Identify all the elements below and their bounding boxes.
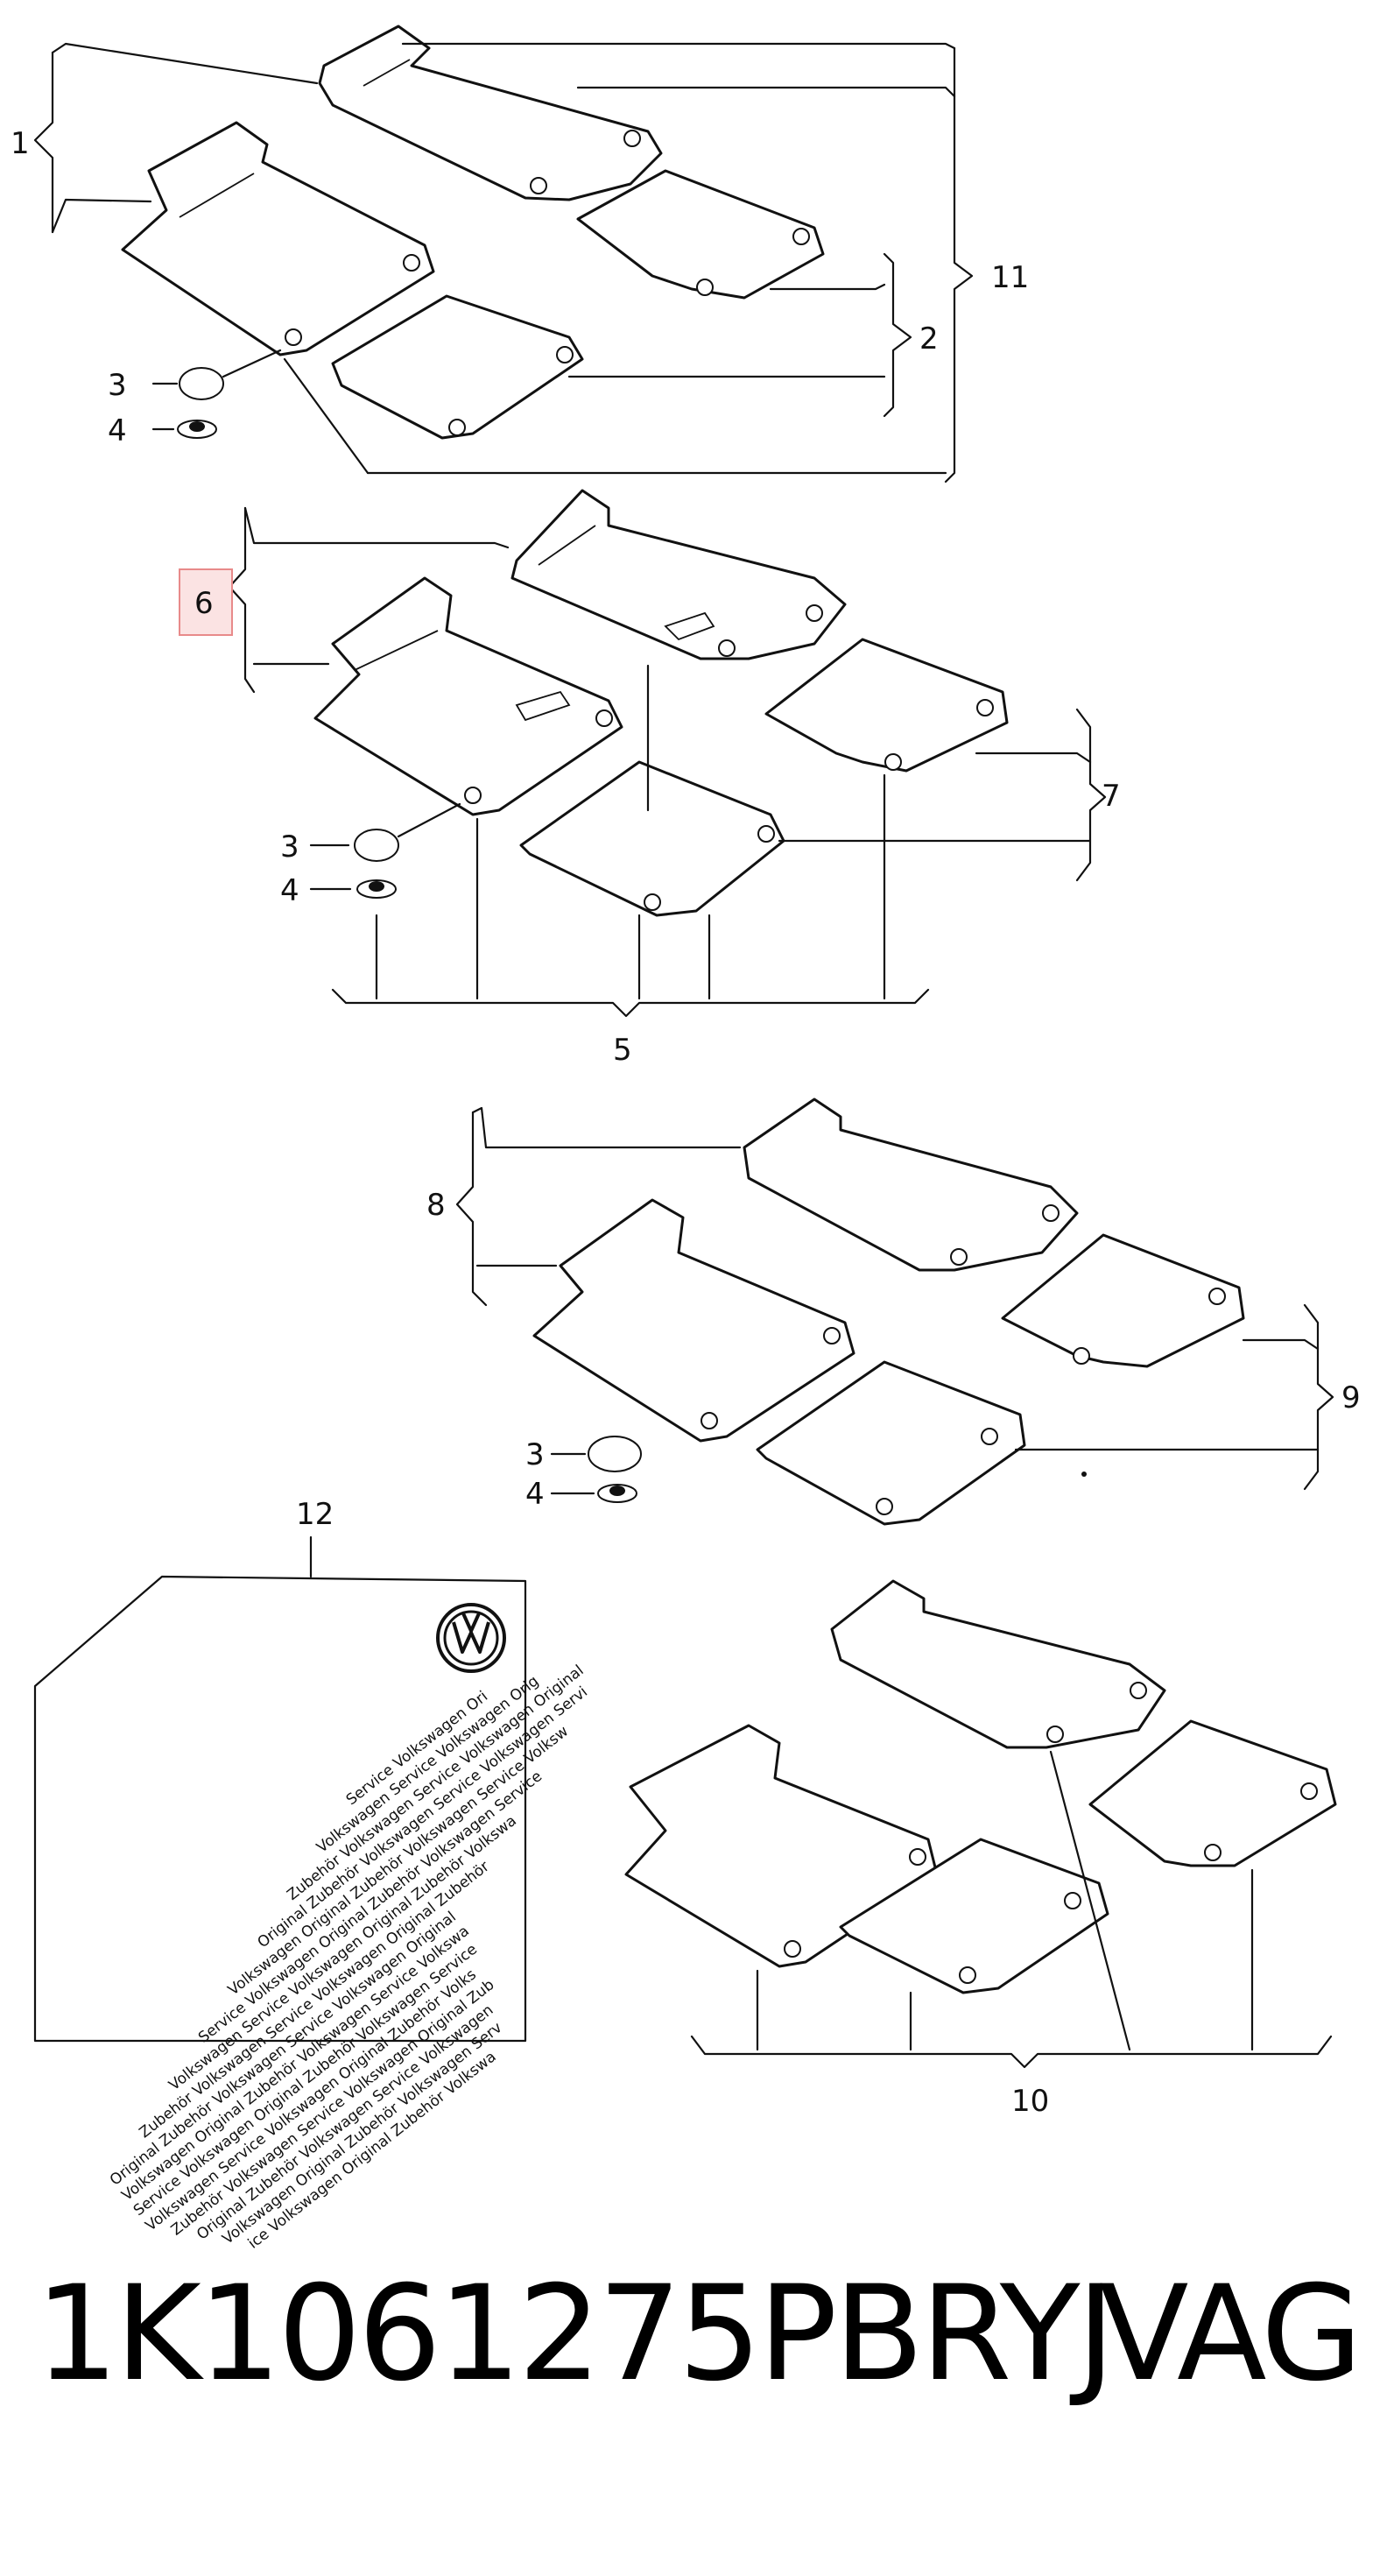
callout-1: 1 (11, 126, 30, 161)
mat-front-left (313, 576, 623, 816)
clip-cap-icon (588, 1436, 642, 1472)
clip-cap-icon (354, 829, 399, 862)
mat-rear-left (519, 760, 785, 917)
accessory-sticker: 12 Service Volkswagen Ori Volkswagen Ser… (33, 1497, 591, 2253)
callout-2: 2 (919, 321, 939, 356)
callout-12: 12 (296, 1497, 334, 1532)
callout-9: 9 (1341, 1380, 1361, 1415)
mat-front-left (532, 1198, 855, 1443)
callout-5: 5 (613, 1033, 632, 1068)
mat-set-carpet-1: 1 2 3 4 11 (11, 25, 1029, 483)
callout-4: 4 (280, 873, 299, 908)
callout-3: 3 (108, 368, 127, 403)
callout-6: 6 (194, 586, 214, 621)
brand-label: VAG (1099, 2258, 1362, 2410)
mat-rear-right (1088, 1719, 1337, 1867)
callout-10: 10 (1011, 2084, 1049, 2119)
clip-cap-icon (179, 367, 224, 400)
mat-front-right (830, 1579, 1166, 1749)
volkswagen-logo-icon (436, 1603, 506, 1673)
mat-rear-left (839, 1838, 1109, 1994)
mat-front-right (510, 489, 847, 660)
mat-rear-right (764, 638, 1009, 773)
callout-4: 4 (108, 413, 127, 448)
mat-set-rubber-2: 10 (624, 1579, 1337, 2119)
mat-front-right (743, 1097, 1079, 1272)
mat-rear-left (331, 294, 584, 440)
callout-3: 3 (525, 1437, 545, 1472)
mat-front-right (318, 25, 663, 201)
mat-rear-right (576, 169, 825, 300)
sticker-text-block: Service Volkswagen Ori Volkswagen Servic… (107, 1662, 591, 2252)
callout-8: 8 (426, 1188, 446, 1223)
callout-6-highlight[interactable] (179, 568, 233, 636)
mat-set-rubber-1: 8 9 3 4 (426, 1097, 1361, 1526)
mat-front-left (121, 121, 435, 356)
mat-rear-right (1001, 1233, 1245, 1368)
callout-7: 7 (1102, 779, 1121, 814)
callout-4: 4 (525, 1477, 545, 1512)
callout-3: 3 (280, 829, 299, 865)
mat-rear-left (756, 1360, 1026, 1526)
mat-set-carpet-2: 6 7 3 4 5 (179, 489, 1121, 1068)
callout-11: 11 (991, 260, 1029, 295)
part-number: 1K1061275PBRYJ (35, 2258, 1116, 2410)
